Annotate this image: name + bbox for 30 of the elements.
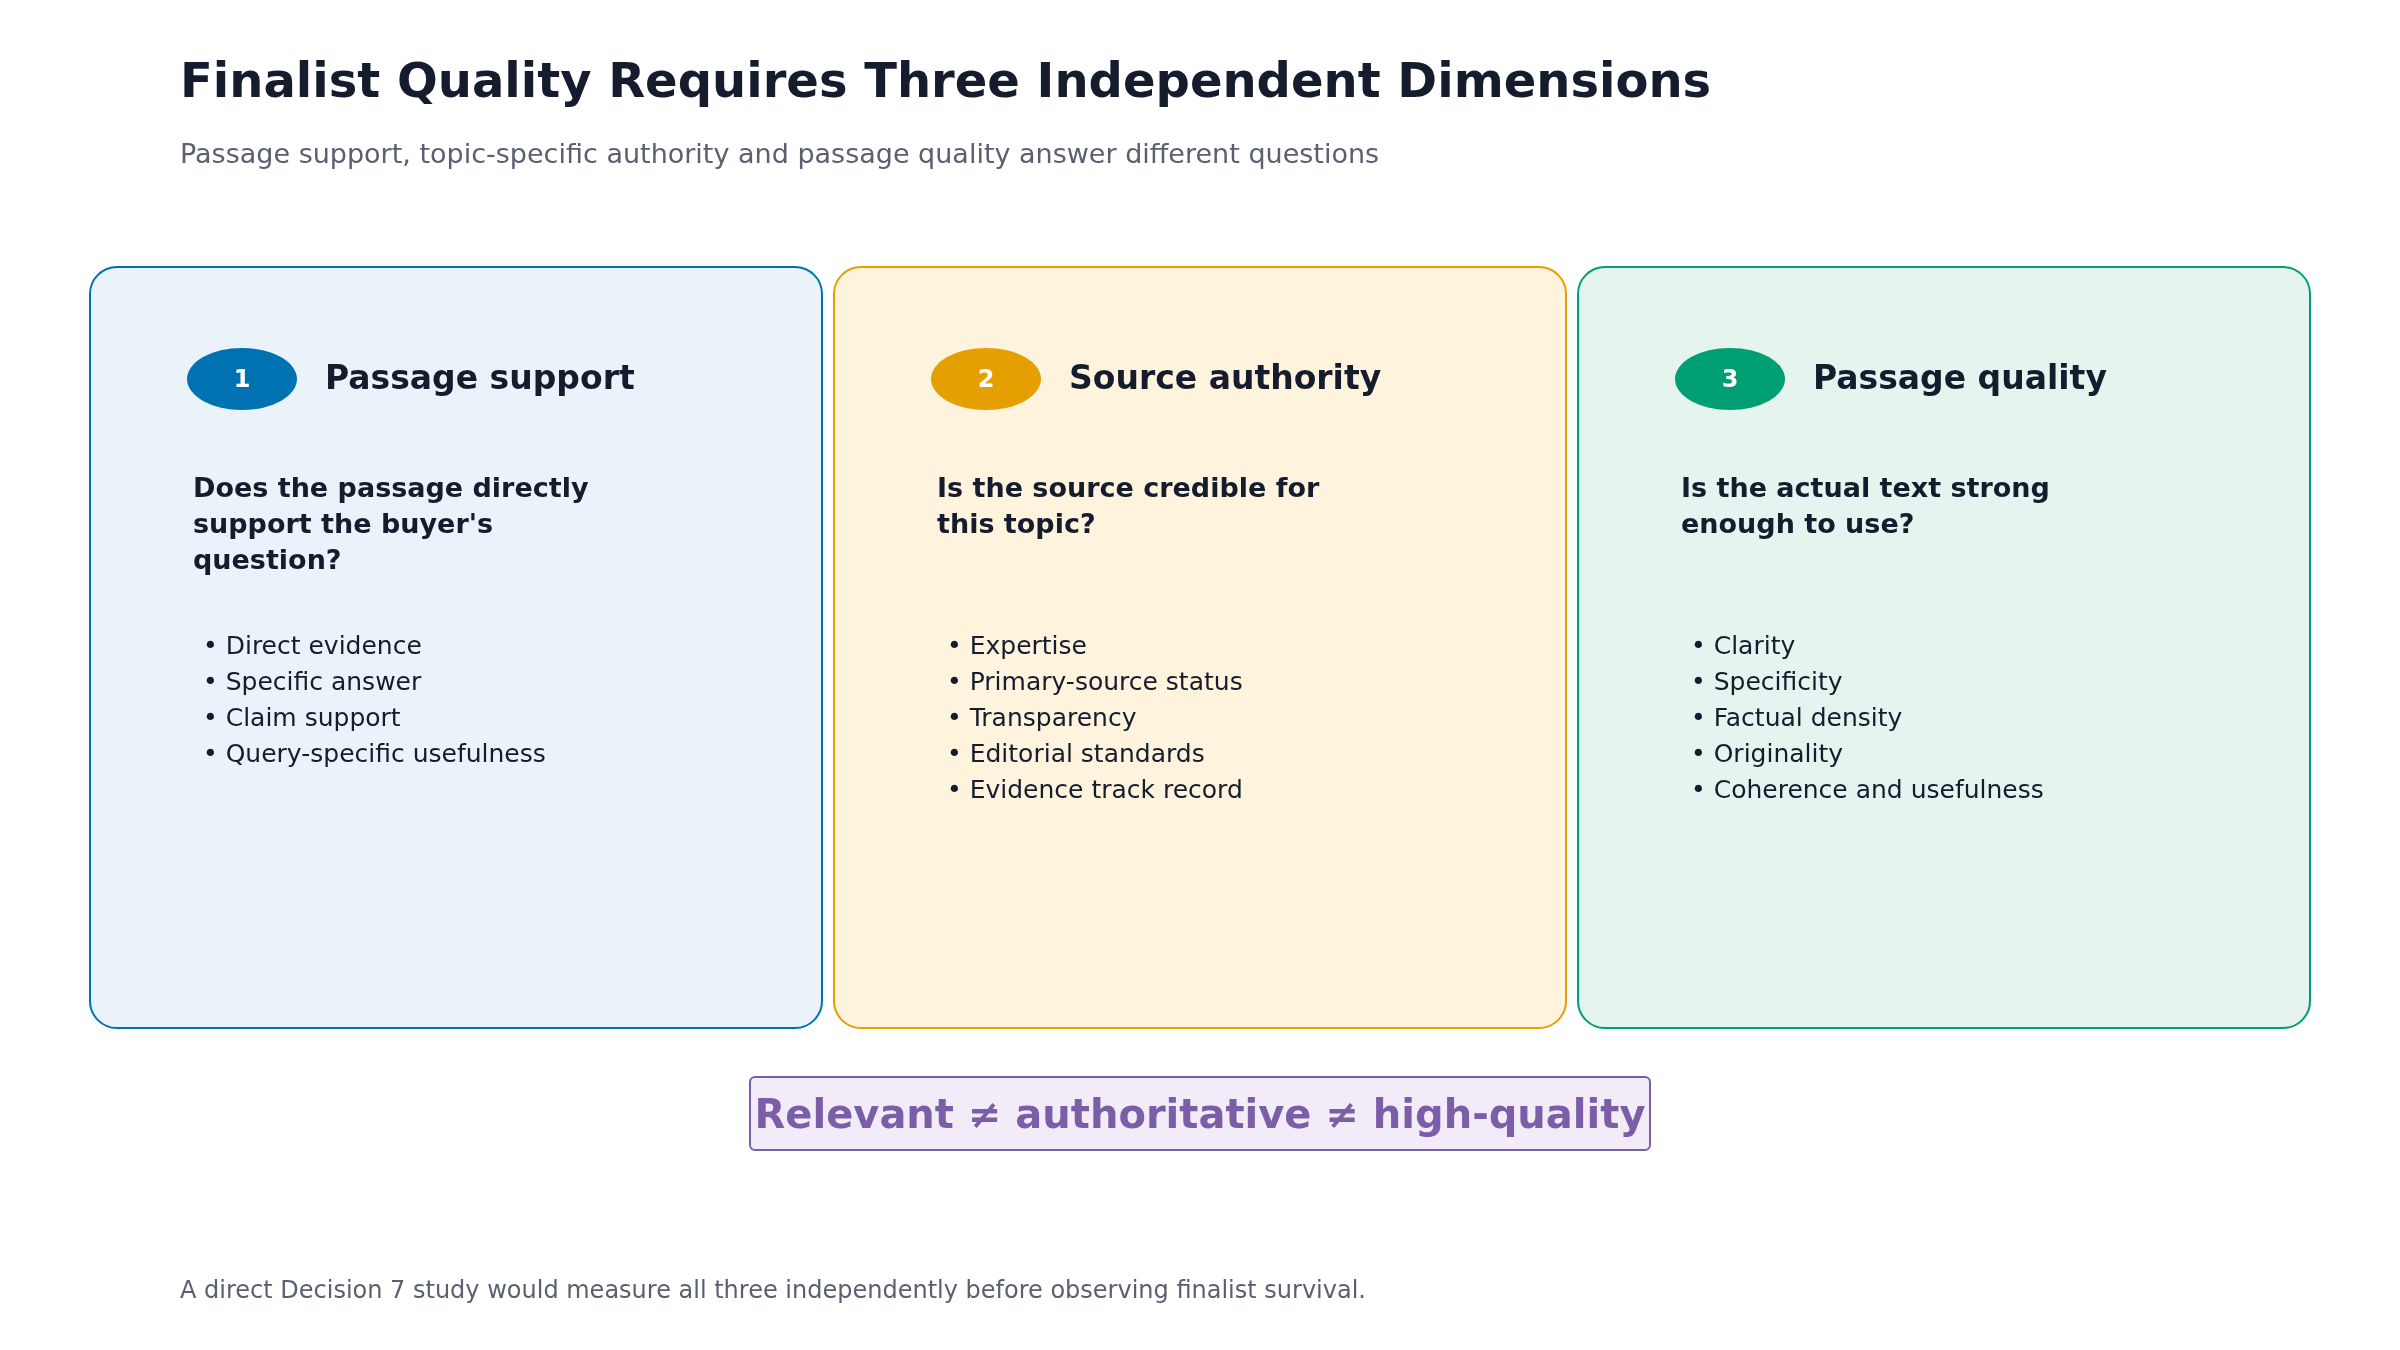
card xyxy=(833,266,1567,1029)
card xyxy=(1577,266,2311,1029)
card-heading: Source authority xyxy=(1069,358,1382,397)
bullet-item: • Transparency xyxy=(947,702,1138,734)
bullet-item: • Direct evidence xyxy=(203,630,423,662)
bullet-item: • Editorial standards xyxy=(947,738,1206,770)
number-badge: 3 xyxy=(1675,348,1785,410)
bullet-item: • Claim support xyxy=(203,702,402,734)
bullet-item: • Query-specific usefulness xyxy=(203,738,546,770)
bullet-item: • Clarity xyxy=(1691,630,1797,662)
card-heading: Passage support xyxy=(325,358,635,397)
bullet-item: • Primary-source status xyxy=(947,666,1243,698)
title: Finalist Quality Requires Three Independent Dimensions xyxy=(180,52,1712,108)
card-question: Does the passage directly support the buyer's question? xyxy=(193,471,590,577)
card xyxy=(89,266,823,1029)
bullet-item: • Evidence track record xyxy=(947,774,1243,806)
bullet-item: • Expertise xyxy=(947,630,1088,662)
bullet-item: • Factual density xyxy=(1691,702,1904,734)
bullet-item: • Specific answer xyxy=(203,666,423,698)
bullet-item: • Specificity xyxy=(1691,666,1844,698)
callout-box: Relevant ≠ authoritative ≠ high-quality xyxy=(749,1076,1651,1151)
number-badge: 1 xyxy=(187,348,297,410)
footnote: A direct Decision 7 study would measure all three independently before observing finalist survival. xyxy=(180,1276,1366,1304)
card-question: Is the source credible for this topic? xyxy=(937,471,1321,541)
number-badge: 2 xyxy=(931,348,1041,410)
bullet-item: • Coherence and usefulness xyxy=(1691,774,2044,806)
card-question: Is the actual text strong enough to use? xyxy=(1681,471,2051,541)
subtitle: Passage support, topic-specific authority and passage quality answer different questions xyxy=(180,138,1380,169)
card-heading: Passage quality xyxy=(1813,358,2107,397)
bullet-item: • Originality xyxy=(1691,738,1845,770)
